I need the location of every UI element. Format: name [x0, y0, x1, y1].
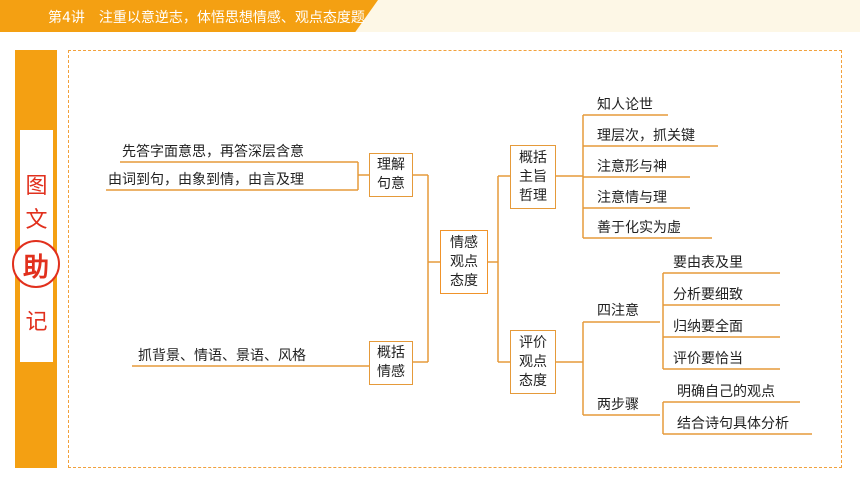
center-node: 情感 观点 态度	[440, 230, 488, 294]
lesson-title: 第4讲 注重以意逆志，体悟思想情感、观点态度题	[48, 10, 365, 26]
leaf-label: 结合诗句具体分析	[677, 416, 789, 432]
node-summarize-emotion: 概括 情感	[369, 341, 413, 385]
leaf-label: 善于化实为虚	[597, 220, 681, 236]
node-understand-meaning: 理解 句意	[369, 153, 413, 197]
node-summarize-theme: 概括 主旨 哲理	[510, 145, 556, 209]
sidebar-char-4: 记	[25, 310, 48, 335]
leaf-label: 评价要恰当	[673, 351, 743, 367]
leaf-label: 注意形与神	[597, 159, 667, 175]
group-label: 两步骤	[597, 397, 639, 413]
header-bar: 第4讲 注重以意逆志，体悟思想情感、观点态度题	[0, 0, 860, 32]
leaf-label: 分析要细致	[673, 287, 743, 303]
leaf-label: 注意情与理	[597, 190, 667, 206]
diagram-frame	[68, 50, 842, 468]
leaf-label: 先答字面意思，再答深层含意	[122, 144, 304, 160]
leaf-label: 由词到句，由象到情，由言及理	[108, 172, 304, 188]
node-evaluate-view: 评价 观点 态度	[510, 330, 556, 394]
leaf-label: 归纳要全面	[673, 319, 743, 335]
group-label: 四注意	[597, 303, 639, 319]
sidebar-badge: 助	[12, 240, 60, 288]
leaf-label: 要由表及里	[673, 255, 743, 271]
lesson-tab	[0, 0, 378, 32]
leaf-label: 知人论世	[597, 97, 653, 113]
sidebar-char-1: 图	[25, 174, 48, 199]
leaf-label: 明确自己的观点	[677, 384, 775, 400]
sidebar-char-3: 助	[22, 253, 49, 283]
leaf-label: 抓背景、情语、景语、风格	[138, 348, 306, 364]
leaf-label: 理层次，抓关键	[597, 128, 695, 144]
sidebar-char-2: 文	[25, 208, 48, 233]
